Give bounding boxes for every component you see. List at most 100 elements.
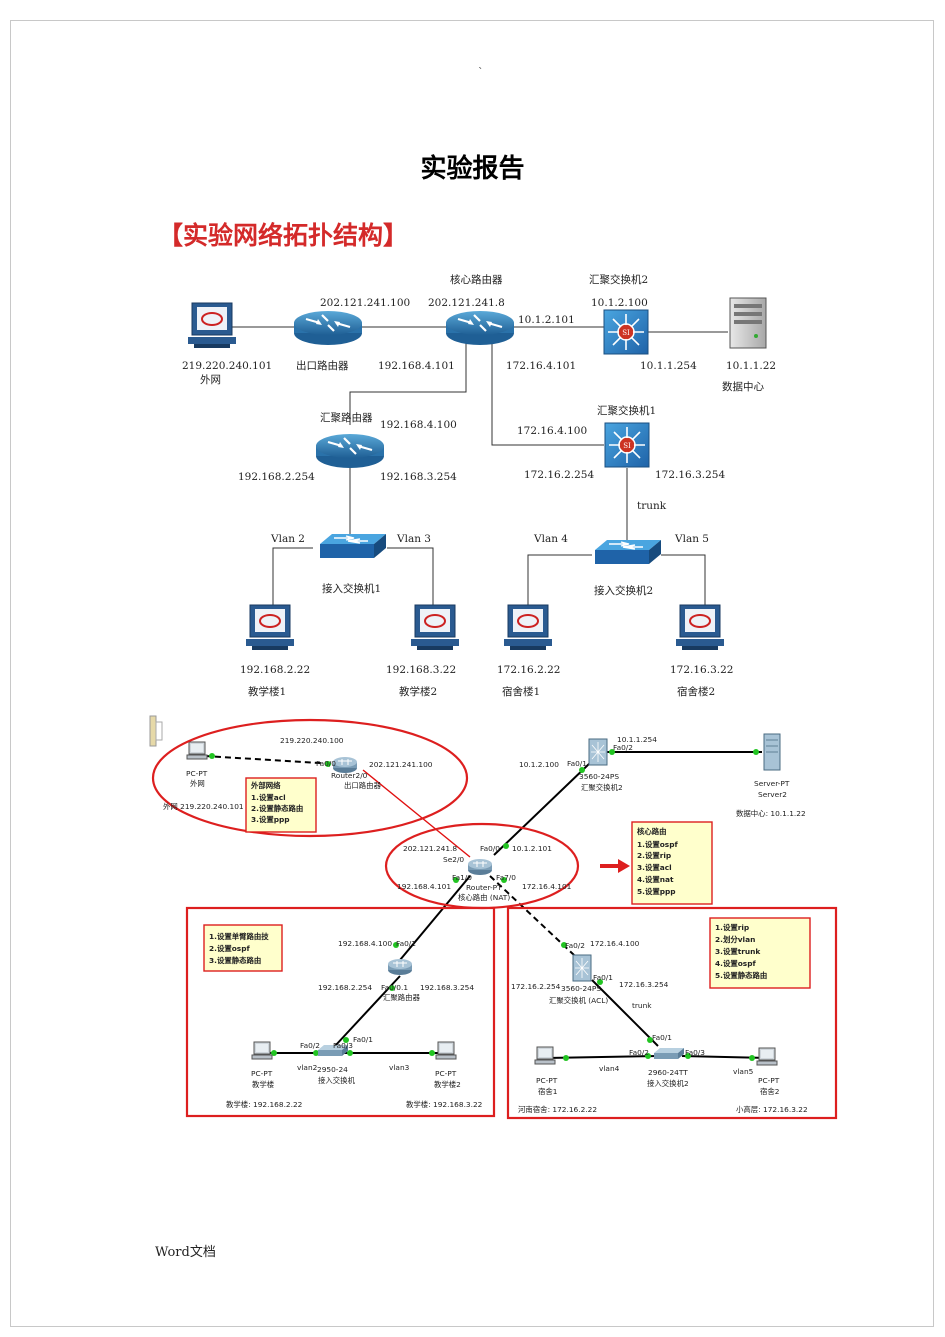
core-ip-left-down: 192.168.4.101 [378, 360, 455, 372]
pt-vlan3: vlan3 [389, 1063, 410, 1072]
vlan4-label: Vlan 4 [533, 533, 568, 545]
pt-agg-sw2-model: 3560-24PS [579, 772, 619, 781]
pt-right-note-3: 3.设置trunk [715, 947, 761, 956]
pt-core-ip-right-down: 172.16.4.101 [522, 882, 572, 891]
pt-core-note-title: 核心路由 [637, 827, 667, 836]
core-ip-right: 10.1.2.101 [518, 314, 575, 326]
pt-access-sw1-model: 2950-24 [317, 1065, 348, 1074]
exit-router-label: 出口路由器 [296, 359, 349, 372]
pc-teaching-2-icon [410, 604, 460, 651]
pc-dorm-1-icon [503, 604, 553, 651]
pt-exit-router-name: 出口路由器 [344, 781, 382, 790]
pt-core-name: 核心路由 (NAT) [458, 893, 510, 902]
pc-teaching-1-icon [245, 604, 295, 651]
server-icon [729, 297, 767, 349]
pt-pc1-label: 教学楼: 192.168.2.22 [226, 1100, 302, 1109]
header-mark: ` [478, 66, 484, 79]
pt-core-port-fa7: Fa7/0 [496, 873, 516, 882]
pt-access-sw2-port-up: Fa0/1 [652, 1033, 672, 1042]
pt-pc-teaching-2-icon [435, 1041, 457, 1060]
pt-access-sw1-port-up: Fa0/1 [353, 1035, 373, 1044]
exit-router-ip: 202.121.241.100 [320, 297, 410, 309]
pc1-name: 教学楼1 [248, 685, 286, 698]
pt-exit-router-model: Router2/0 [331, 771, 368, 780]
core-ip-wan: 202.121.241.8 [428, 297, 505, 309]
pt-pc2-label: 教学楼: 192.168.3.22 [406, 1100, 482, 1109]
agg-sw1-ip-up: 172.16.4.100 [517, 425, 587, 437]
pc4-ip: 172.16.3.22 [670, 664, 733, 676]
pt-pc3-type: PC-PT [536, 1076, 558, 1085]
pt-core-ip-right: 10.1.2.101 [512, 844, 552, 853]
pt-ext-note-2: 2.设置静态路由 [251, 804, 303, 813]
pt-pc1-name: 教学楼 [252, 1080, 275, 1089]
pt-access-sw2-model: 2960-24TT [648, 1068, 688, 1077]
server-ip: 10.1.1.22 [726, 360, 776, 372]
pt-core-model: Router-PT [466, 883, 502, 892]
document-title: 实验报告 [420, 154, 525, 184]
vlan2-label: Vlan 2 [270, 533, 305, 545]
pt-agg-sw1-ip-up: 172.16.4.100 [590, 939, 640, 948]
agg-sw2-ip-down: 10.1.1.254 [640, 360, 697, 372]
pt-ext-pc-name: 外网 [190, 779, 205, 788]
pc3-name: 宿舍楼1 [502, 685, 540, 698]
pt-agg-router-name: 汇聚路由器 [383, 993, 421, 1002]
pt-agg-sw1-name: 汇聚交换机 (ACL) [549, 996, 608, 1005]
pt-exit-router-port: Fa0/0 [316, 759, 336, 768]
pt-left-note-3: 3.设置静态路由 [209, 956, 261, 965]
pt-server-name: Server2 [758, 790, 787, 799]
pt-pc-teaching-1-icon [251, 1041, 273, 1060]
agg-router-ip-right: 192.168.3.254 [380, 471, 457, 483]
page-footer: Word文档 [155, 1245, 216, 1260]
pc4-name: 宿舍楼2 [677, 685, 715, 698]
pt-pc-dorm-1-icon [534, 1046, 556, 1065]
vlan5-label: Vlan 5 [674, 533, 709, 545]
pc3-ip: 172.16.2.22 [497, 664, 560, 676]
pt-pc3-label: 河南宿舍: 172.16.2.22 [518, 1105, 597, 1114]
pt-ext-link-ip: 219.220.240.100 [280, 736, 344, 745]
pt-core-note-3: 3.设置acl [637, 863, 672, 872]
aggregation-switch-1-icon [604, 422, 650, 468]
topology-links [232, 326, 728, 605]
pt-pc4-type: PC-PT [758, 1076, 780, 1085]
pt-agg-sw2-port-left: Fa0/1 [567, 759, 587, 768]
section-heading: 【实验网络拓扑结构】 [158, 221, 409, 250]
pt-pc4-name: 宿舍2 [760, 1087, 779, 1096]
pt-core-port-se: Se2/0 [443, 855, 464, 864]
pt-right-note-2: 2.划分vlan [715, 935, 755, 944]
pt-agg-sw2-ip: 10.1.2.100 [519, 760, 559, 769]
pt-core-note-2: 2.设置rip [637, 851, 671, 860]
pt-vlan4: vlan4 [599, 1064, 620, 1073]
agg-sw2-ip-up: 10.1.2.100 [591, 297, 648, 309]
access-sw2-label: 接入交换机2 [594, 584, 653, 597]
pt-left-note-1: 1.设置单臂路由技 [209, 932, 269, 941]
pt-core-note-4: 4.设置nat [637, 875, 674, 884]
access-switch-1-icon [319, 533, 387, 559]
core-ip-right-down: 172.16.4.101 [506, 360, 576, 372]
agg-sw1-title: 汇聚交换机1 [597, 404, 656, 417]
pt-server-label: 数据中心: 10.1.1.22 [736, 809, 806, 818]
pc2-name: 教学楼2 [399, 685, 437, 698]
pt-right-note-4: 4.设置ospf [715, 959, 756, 968]
agg-router-title: 汇聚路由器 [320, 411, 373, 424]
agg-router-ip-left: 192.168.2.254 [238, 471, 315, 483]
packet-tracer-screenshot: PC-PT 外网 外网 219.220.240.101 219.220.240.… [149, 715, 838, 1120]
pt-server-type: Server-PT [754, 779, 790, 788]
agg-sw1-ip-right: 172.16.3.254 [655, 469, 725, 481]
pt-agg-router-ip-left: 192.168.2.254 [318, 983, 372, 992]
pt-access-sw2-port-l: Fa0/2 [629, 1048, 649, 1057]
ext-pc-label: 外网 [200, 374, 221, 386]
pc2-ip: 192.168.3.22 [386, 664, 456, 676]
pt-ext-note-title: 外部网络 [250, 781, 281, 790]
pt-annotations [151, 718, 838, 1120]
pt-external-pc-icon [186, 741, 208, 760]
pt-pc1-type: PC-PT [251, 1069, 273, 1078]
pt-agg-sw1-ip-right: 172.16.3.254 [619, 980, 669, 989]
pt-agg-sw1-port-up: Fa0/2 [565, 941, 585, 950]
server-label: 数据中心 [722, 380, 764, 393]
pt-access-sw1-name: 接入交换机 [318, 1076, 356, 1085]
agg-sw1-ip-left: 172.16.2.254 [524, 469, 594, 481]
pt-core-port-fa0: Fa0/0 [480, 844, 500, 853]
pt-exit-router-ip: 202.121.241.100 [369, 760, 433, 769]
pt-pc-dorm-2-icon [756, 1047, 778, 1066]
